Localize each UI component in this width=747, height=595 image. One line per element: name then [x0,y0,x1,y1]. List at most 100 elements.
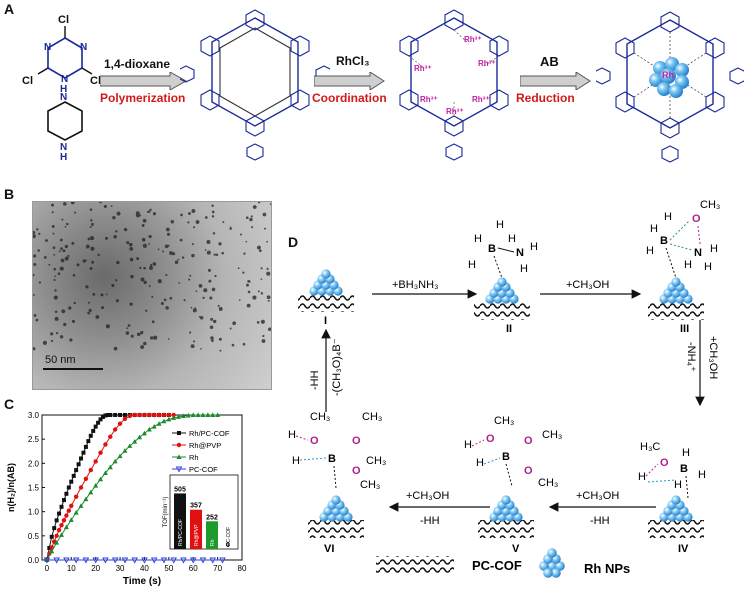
svg-text:H: H [474,233,482,245]
rh-particle [142,218,147,223]
data-point [78,485,84,490]
svg-text:O: O [524,435,533,447]
rh-particle [215,253,219,257]
x-tick-label: 40 [140,564,149,573]
intermediate-VI: CH₃ CH₃ O O H H B O CH₃ CH₃ [288,411,386,491]
arrow1 [100,72,188,90]
rh-particle [266,267,269,270]
svg-text:CH₃: CH₃ [700,199,720,211]
rh-particle [140,345,145,350]
rh-particle [61,309,66,314]
rh-particle [183,299,186,302]
data-point [176,414,182,419]
data-point [150,557,158,564]
rh-particle [243,252,246,255]
data-point [111,557,119,564]
data-point [195,412,201,417]
rh-particle [219,349,222,352]
rh-particle [143,341,147,346]
rh-particle [33,263,37,267]
svg-text:O: O [352,435,361,447]
data-point [53,557,60,564]
svg-text:H: H [508,233,516,245]
rh-particle [89,225,92,228]
rh-particle [140,277,145,282]
catalyst-site [308,495,364,538]
data-point [47,545,52,550]
data-point [59,532,65,537]
rh-particle [152,262,157,266]
rh-particle [261,339,266,343]
rh-particle [74,211,77,214]
rh-particle [126,327,129,330]
rh-particle [221,251,224,255]
y-tick-label: 1.5 [28,484,40,493]
rh-particle [181,256,185,259]
rh-particle [52,246,56,250]
svg-text:H: H [468,259,476,271]
tem-image: 50 nm [32,201,272,390]
rh-particle [267,299,270,302]
data-point [122,413,127,417]
x-tick-label: 60 [189,564,198,573]
svg-text:B: B [680,463,688,475]
rh-particle [143,280,147,285]
intermediate-V: CH₃ O H CH₃ O B H O CH₃ [464,415,562,489]
svg-text:B: B [502,451,510,463]
data-point [108,413,113,417]
rh-particle [202,296,205,300]
data-point [68,517,74,522]
rh-particle [203,288,208,293]
data-point [43,557,51,564]
svg-text:H: H [704,261,712,273]
rh-particle [76,263,80,267]
x-tick-label: 80 [238,564,247,573]
rh-particle [153,335,158,340]
svg-text:H: H [292,455,300,467]
rh-particle [262,212,267,217]
rh-particle [242,271,245,274]
data-point [96,420,101,425]
pc-cof-support [648,520,704,538]
inset-bar-value: 357 [190,503,202,510]
rh-particle [237,267,240,270]
data-point [52,526,57,531]
rh-particle [61,218,64,221]
data-point [180,413,186,418]
data-point [185,412,191,418]
step-label-V-VI-1: +CH₃OH [406,490,449,502]
data-point [103,413,108,418]
data-point [147,412,152,418]
y-tick-label: 0.5 [28,532,40,541]
rh-particle [60,258,65,263]
rh-particle [87,237,91,241]
data-point [105,413,110,417]
rh-particle [71,241,75,245]
tem-particles [33,202,271,352]
legend-np-swatch [539,548,565,578]
rh-particle [113,235,117,239]
rh-particle [218,307,223,311]
rh-particle [141,224,145,227]
monomers-structure: Cl Cl Cl N N N N H N H [22,14,101,160]
rh-particle [115,279,118,282]
cl-atom-right: Cl [90,75,101,87]
rh-particle [143,266,146,270]
svg-text:H: H [496,219,504,231]
inset-bar-value: 505 [174,486,186,493]
rh-particle [195,290,198,293]
x-tick-label: 0 [45,564,50,573]
rh-particle [188,278,191,281]
rh-particle [209,296,213,300]
data-point [180,557,187,564]
inset-bar-label: Rh/PC-COF [178,519,184,546]
data-point [170,557,177,564]
inset-bar [190,509,202,549]
roman-IV: IV [678,543,689,555]
data-point [200,412,206,417]
rh-particle [148,234,152,239]
rh-particle [64,225,67,228]
data-point [81,450,86,455]
x-tick-label: 50 [164,564,173,573]
data-point [108,434,113,439]
